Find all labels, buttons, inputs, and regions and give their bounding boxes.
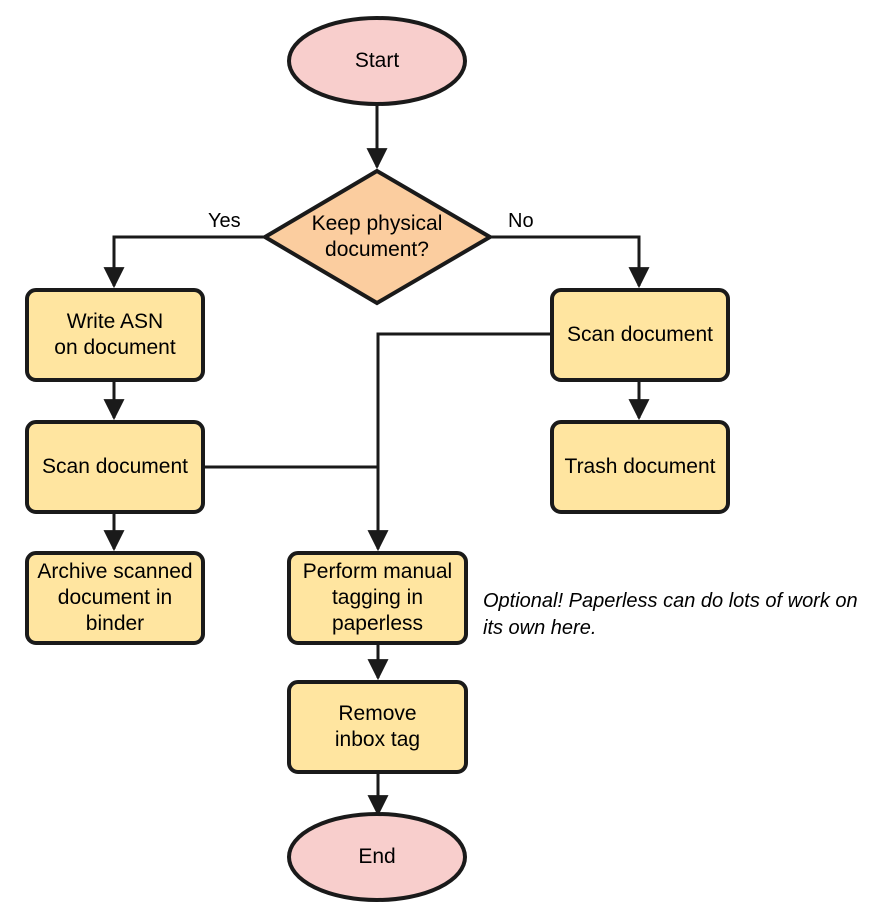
edge-label-yes: Yes	[208, 210, 241, 232]
edge-decision-yes-to-write-asn	[103, 235, 265, 289]
node-shape-start[interactable]	[287, 16, 467, 106]
node-shape-scan-right[interactable]	[550, 288, 730, 382]
node-shape-archive[interactable]	[25, 551, 205, 645]
edge-decision-no-to-scan-right	[490, 235, 650, 289]
node-shape-decision[interactable]	[261, 168, 494, 306]
connectors-group	[103, 105, 650, 817]
annotation-optional-note: Optional! Paperless can do lots of work …	[483, 590, 858, 639]
edge-scan-right-to-tagging	[367, 332, 552, 552]
nodes-group	[25, 16, 730, 902]
edge-label-no: No	[508, 210, 534, 232]
node-shape-tagging[interactable]	[287, 551, 468, 645]
node-shape-scan-left[interactable]	[25, 420, 205, 514]
node-shape-write-asn[interactable]	[25, 288, 205, 382]
node-shape-trash[interactable]	[550, 420, 730, 514]
node-shape-end[interactable]	[287, 812, 467, 902]
node-shape-remove-inbox[interactable]	[287, 680, 468, 774]
